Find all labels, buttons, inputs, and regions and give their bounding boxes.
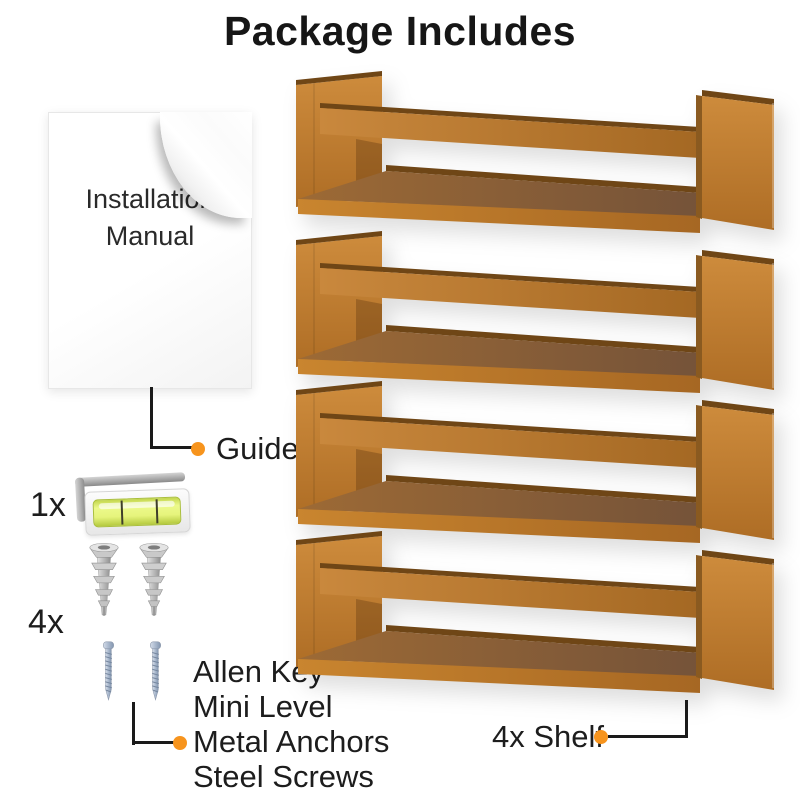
hardware-connector-vertical <box>132 702 135 745</box>
metal-anchor-image-2 <box>137 541 171 621</box>
hardware-dot <box>173 736 187 750</box>
hardware-label-steel-screws: Steel Screws <box>193 759 374 794</box>
quantity-4x-label: 4x <box>28 603 64 641</box>
installation-manual-image: Installation Manual <box>48 112 252 389</box>
quantity-1x-label: 1x <box>30 486 66 524</box>
guide-dot <box>191 442 205 456</box>
level-vial <box>92 496 182 528</box>
allen-key-horizontal-arm <box>74 472 186 487</box>
hardware-label-mini-level: Mini Level <box>193 689 333 724</box>
metal-anchor-image-1 <box>87 541 121 621</box>
guide-connector-vertical <box>150 387 153 449</box>
manual-title-line2: Manual <box>105 221 195 251</box>
shelf-image-1 <box>296 69 780 241</box>
shelf-dot <box>594 730 608 744</box>
shelf-image-4 <box>296 529 780 701</box>
page-title: Package Includes <box>223 8 577 54</box>
hardware-connector-horizontal <box>132 741 174 744</box>
hardware-label-metal-anchors: Metal Anchors <box>193 724 390 759</box>
mini-level-image <box>84 488 191 536</box>
shelf-connector-vertical <box>685 700 688 738</box>
shelf-image-3 <box>296 379 780 551</box>
shelf-connector-horizontal <box>608 735 688 738</box>
shelf-image-2 <box>296 229 780 401</box>
guide-connector-horizontal <box>150 446 194 449</box>
shelf-label: 4x Shelf <box>492 719 605 754</box>
guide-label: Guide <box>216 431 299 466</box>
level-vial-highlight <box>98 500 175 510</box>
steel-screw-image-2 <box>149 640 162 704</box>
steel-screw-image-1 <box>102 640 115 704</box>
